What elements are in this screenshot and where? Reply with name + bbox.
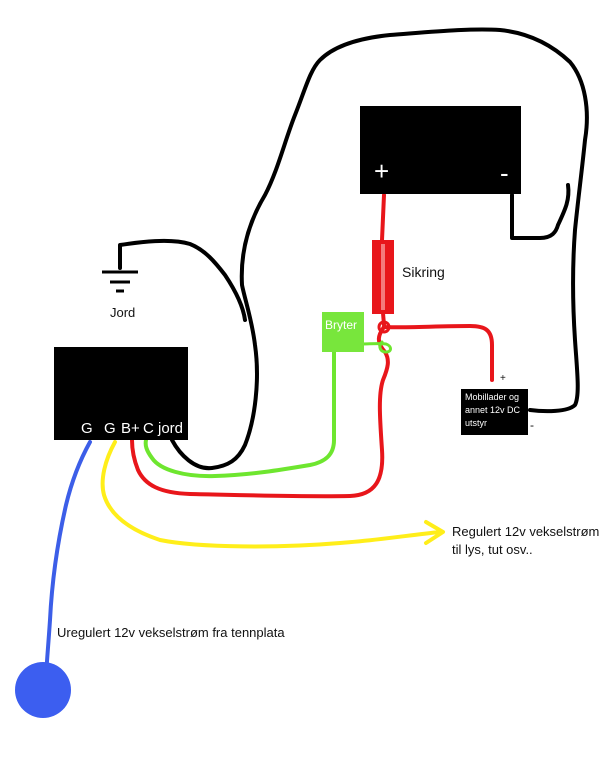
device-label-line3: utstyr	[465, 418, 488, 428]
source-label: Uregulert 12v vekselstrøm fra tennplata	[57, 625, 285, 640]
red-battery-plus-wire	[380, 193, 386, 242]
output-label-line2: til lys, tut osv..	[452, 542, 533, 557]
black-battery-minus-wire	[510, 183, 571, 240]
red-to-device-wire	[382, 324, 494, 382]
source-circle	[15, 662, 71, 718]
ground-label: Jord	[110, 305, 136, 320]
yellow-arrow-head	[424, 520, 445, 545]
terminal-g2-label: G	[104, 420, 116, 437]
battery-plus-label: +	[374, 156, 390, 186]
terminal-g1-label: G	[81, 420, 93, 437]
red-bplus-wire	[130, 325, 390, 499]
terminal-bplus-label: B+	[121, 420, 140, 437]
device-plus-label: +	[500, 373, 506, 384]
ground-wire	[118, 238, 247, 322]
green-switch-wire	[143, 350, 336, 479]
device: Mobillader og annet 12v DC utstyr	[461, 389, 528, 435]
switch-label: Bryter	[325, 318, 358, 332]
battery-minus-label: -	[500, 158, 509, 188]
terminal-c-label: C	[143, 420, 154, 437]
black-ground-loop-wire	[170, 27, 589, 471]
fuse-label: Sikring	[402, 264, 445, 280]
green-switch-to-junction-wire	[359, 340, 392, 354]
device-label-line2: annet 12v DC	[465, 405, 521, 415]
output-label-line1: Regulert 12v vekselstrøm	[452, 524, 600, 539]
fuse-element	[381, 244, 385, 310]
yellow-output-wire	[100, 440, 442, 549]
battery: + -	[360, 106, 521, 194]
device-label-line1: Mobillader og	[465, 392, 520, 402]
switch: Bryter	[322, 312, 364, 352]
red-junction-dot	[377, 320, 391, 334]
blue-source-wire	[44, 440, 92, 682]
regulator: G G B+ C jord	[54, 347, 188, 440]
device-minus-label: -	[530, 418, 534, 432]
terminal-jord-label: jord	[158, 420, 184, 437]
fuse	[372, 240, 394, 314]
